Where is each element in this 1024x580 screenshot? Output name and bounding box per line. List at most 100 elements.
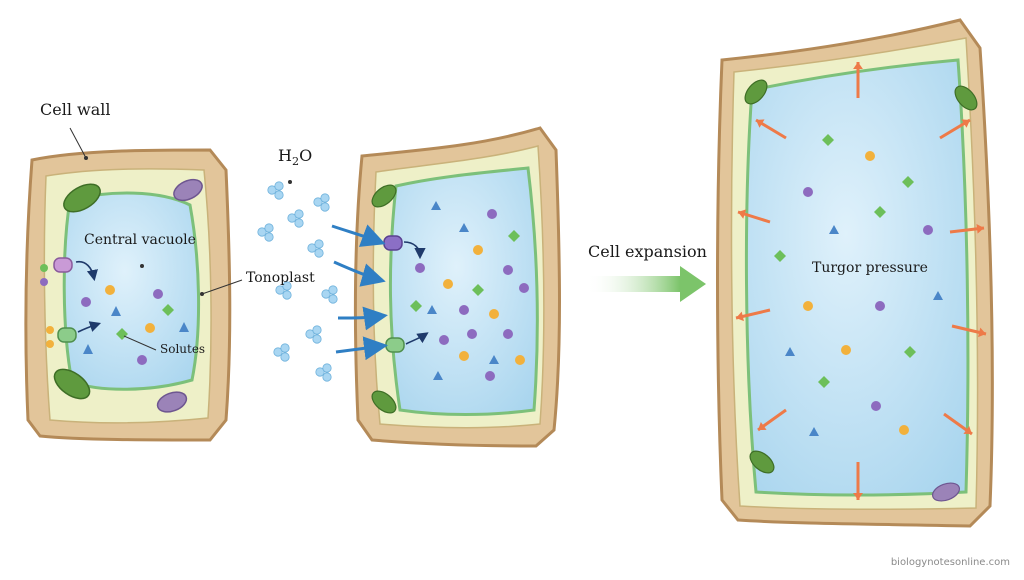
chloroplast xyxy=(53,368,91,400)
solute xyxy=(871,401,881,411)
turgor-arrow-head xyxy=(961,119,970,128)
solute xyxy=(472,284,484,296)
leader-dot xyxy=(200,292,204,296)
water-atom xyxy=(280,352,290,362)
turgor-arrow xyxy=(853,62,863,98)
water-molecule xyxy=(315,363,332,382)
label-tonoplast: Tonoplast xyxy=(246,270,315,286)
aquaporin xyxy=(385,337,405,353)
turgor-arrow-head xyxy=(853,62,863,69)
solute xyxy=(431,201,441,210)
cell-turgid xyxy=(716,18,994,528)
water-atom xyxy=(328,285,338,295)
water-atom xyxy=(312,334,322,344)
solute xyxy=(485,371,495,381)
turgor-arrow-head xyxy=(756,119,765,128)
turgor-arrow xyxy=(757,408,787,432)
solute xyxy=(489,309,499,319)
transporter-protein xyxy=(53,257,73,273)
mitochondrion xyxy=(931,482,961,502)
solute xyxy=(153,289,163,299)
mitochondrion xyxy=(173,178,203,202)
solute xyxy=(473,245,483,255)
solute xyxy=(829,225,839,234)
water-atom xyxy=(322,363,332,373)
water-atom xyxy=(305,329,315,339)
solute xyxy=(933,291,943,300)
leader-dot xyxy=(140,264,144,268)
solute xyxy=(803,301,813,311)
solute xyxy=(774,250,786,262)
label-turgor-pressure: Turgor pressure xyxy=(812,260,928,276)
water-atom xyxy=(320,202,330,212)
solute xyxy=(145,323,155,333)
solute xyxy=(459,351,469,361)
solute xyxy=(841,345,851,355)
water-atom xyxy=(320,193,330,203)
solute xyxy=(503,265,513,275)
solute xyxy=(875,301,885,311)
water-molecule xyxy=(305,325,322,344)
chloroplast xyxy=(371,390,397,414)
solute xyxy=(83,344,93,354)
water-molecule xyxy=(313,193,330,212)
solute xyxy=(439,335,449,345)
water-atom xyxy=(282,281,292,291)
solute xyxy=(433,371,443,380)
chloroplast xyxy=(63,183,101,213)
solute xyxy=(40,264,48,272)
leader-tonoplast xyxy=(201,279,243,295)
solute xyxy=(111,306,121,316)
label-cell-expansion: Cell expansion xyxy=(588,242,707,261)
turgor-arrow-head xyxy=(853,493,863,500)
transporter-protein xyxy=(57,327,77,343)
water-inflow-arrow xyxy=(331,224,386,247)
solute xyxy=(865,151,875,161)
solute xyxy=(803,187,813,197)
water-inflow-arrow xyxy=(337,306,388,331)
leader-solutes xyxy=(123,335,157,351)
water-atom xyxy=(287,213,297,223)
water-molecule xyxy=(257,223,274,242)
turgor-arrow-head xyxy=(978,327,986,338)
water-inflow-arrow xyxy=(333,260,386,287)
water-atom xyxy=(274,190,284,200)
vacuole-1 xyxy=(62,191,201,391)
water-atom xyxy=(328,294,338,304)
label-cell-wall: Cell wall xyxy=(40,100,111,119)
water-atom xyxy=(267,185,277,195)
water-molecule xyxy=(287,209,304,228)
solute xyxy=(487,209,497,219)
water-atom xyxy=(314,248,324,258)
solute xyxy=(923,225,933,235)
solute xyxy=(822,134,834,146)
solute xyxy=(81,297,91,307)
transport-arrow xyxy=(77,321,102,333)
solute xyxy=(162,304,174,316)
solute xyxy=(508,230,520,242)
water-atom xyxy=(274,181,284,191)
leader-dot xyxy=(288,180,292,184)
transport-arrow xyxy=(75,260,98,282)
water-molecule xyxy=(267,181,284,200)
water-atom xyxy=(257,227,267,237)
solute xyxy=(899,425,909,435)
solute xyxy=(116,328,128,340)
chloroplast xyxy=(954,85,978,111)
turgor-arrow-head xyxy=(976,223,984,234)
water-molecules xyxy=(257,181,338,382)
chloroplast xyxy=(371,184,397,208)
solute xyxy=(443,279,453,289)
water-inflow-arrow xyxy=(335,336,388,361)
turgor-arrow-head xyxy=(738,209,747,219)
turgor-arrow-head xyxy=(963,425,972,434)
water-atom xyxy=(264,223,274,233)
water-atom xyxy=(264,232,274,242)
water-atom xyxy=(312,325,322,335)
water-molecule xyxy=(307,239,324,258)
solute xyxy=(459,223,469,232)
solute xyxy=(415,263,425,273)
solute xyxy=(105,285,115,295)
